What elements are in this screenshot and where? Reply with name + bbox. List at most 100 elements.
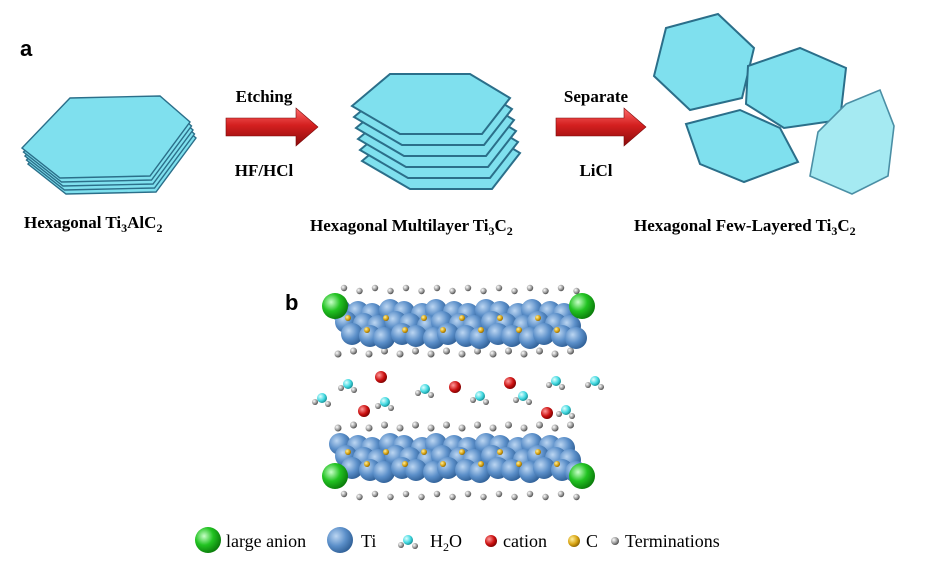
water-molecule bbox=[415, 384, 434, 398]
termination-atom bbox=[505, 347, 512, 355]
carbon-atom bbox=[554, 327, 560, 333]
termination-atom bbox=[505, 421, 512, 429]
termination-atom bbox=[433, 490, 441, 498]
carbon-atom bbox=[459, 449, 465, 455]
carbon-atom bbox=[497, 315, 503, 321]
termination-atom bbox=[350, 421, 357, 429]
termination-atom bbox=[480, 493, 487, 501]
carbon-atom bbox=[421, 449, 427, 455]
termination-atom bbox=[449, 493, 456, 501]
legend: large anion Ti H2O cation C Terminations bbox=[195, 527, 720, 554]
cation bbox=[358, 405, 370, 417]
termination-atom bbox=[511, 493, 518, 501]
termination-atom bbox=[356, 493, 363, 501]
termination-atom bbox=[557, 284, 565, 292]
legend-h2o: H2O bbox=[430, 531, 462, 554]
separate-arrow bbox=[555, 107, 647, 147]
water-molecule bbox=[585, 376, 604, 390]
termination-atom bbox=[536, 347, 543, 355]
ti3c2-slab bbox=[322, 284, 595, 358]
carbon-atom bbox=[459, 315, 465, 321]
termination-atom bbox=[381, 421, 388, 429]
carbon-atom bbox=[402, 461, 408, 467]
termination-atom bbox=[567, 347, 574, 355]
termination-atom bbox=[449, 287, 456, 295]
termination-atom bbox=[433, 284, 441, 292]
termination-atom bbox=[427, 424, 435, 432]
termination-atom bbox=[536, 421, 543, 429]
termination-atom bbox=[542, 287, 549, 295]
termination-atom bbox=[371, 284, 379, 292]
termination-atom bbox=[520, 424, 528, 432]
termination-atom bbox=[474, 347, 481, 355]
carbon-atom bbox=[383, 315, 389, 321]
carbon-atom bbox=[516, 461, 522, 467]
panel-letter-a: a bbox=[20, 36, 33, 61]
carbon-atom bbox=[345, 449, 351, 455]
termination-atom bbox=[551, 424, 559, 432]
large-anion-swatch-icon bbox=[195, 527, 221, 553]
large-anion bbox=[322, 463, 348, 489]
carbon-atom bbox=[364, 327, 370, 333]
termination-atom bbox=[443, 421, 450, 429]
carbon-atom bbox=[554, 461, 560, 467]
carbon-atom bbox=[535, 315, 541, 321]
termination-atom bbox=[418, 287, 425, 295]
termination-atom bbox=[402, 284, 410, 292]
water-molecule bbox=[546, 376, 565, 390]
etching-label: Etching bbox=[236, 87, 293, 106]
ti-atom bbox=[341, 323, 363, 345]
cation-swatch-icon bbox=[485, 535, 497, 547]
panel-letter-b: b bbox=[285, 290, 298, 315]
termination-atom bbox=[356, 287, 363, 295]
few-layered-ti3c2-flakes bbox=[652, 12, 895, 195]
carbon-atom bbox=[535, 449, 541, 455]
ti-atom bbox=[533, 323, 555, 345]
termination-atom bbox=[371, 490, 379, 498]
termination-atom bbox=[443, 347, 450, 355]
sheet-layer bbox=[20, 95, 191, 179]
ti-atom bbox=[565, 327, 587, 349]
termination-atom bbox=[474, 421, 481, 429]
termination-atom bbox=[458, 350, 466, 358]
ti-atom bbox=[373, 461, 395, 483]
termination-atom bbox=[489, 424, 497, 432]
water-molecule bbox=[375, 397, 394, 411]
ti-swatch-icon bbox=[327, 527, 353, 553]
termination-atom bbox=[340, 284, 348, 292]
termination-atom bbox=[396, 424, 404, 432]
termination-atom bbox=[458, 424, 466, 432]
ti3c2-slab bbox=[322, 421, 595, 501]
water-molecule bbox=[470, 391, 489, 405]
termination-atom bbox=[495, 490, 503, 498]
termination-atom bbox=[365, 424, 373, 432]
water-molecule bbox=[513, 391, 532, 405]
water-molecule bbox=[556, 405, 575, 419]
large-anion bbox=[322, 293, 348, 319]
etching-arrow bbox=[225, 107, 319, 147]
ti-atom bbox=[533, 457, 555, 479]
termination-atom bbox=[526, 490, 534, 498]
caption-ti3alc2: Hexagonal Ti3AlC2 bbox=[24, 213, 162, 235]
ti-atom bbox=[405, 459, 427, 481]
cation bbox=[541, 407, 553, 419]
mxene-intercalation-model bbox=[312, 284, 604, 501]
termination-atom bbox=[418, 493, 425, 501]
termination-atom bbox=[520, 350, 528, 358]
multilayer-ti3c2-stack bbox=[350, 73, 522, 190]
etching-reagent-label: HF/HCl bbox=[235, 161, 294, 180]
ti3alc2-sheet-stack bbox=[20, 95, 197, 195]
termination-atom bbox=[480, 287, 487, 295]
caption-multilayer-ti3c2: Hexagonal Multilayer Ti3C2 bbox=[310, 216, 513, 238]
termination-atom bbox=[526, 284, 534, 292]
carbon-atom bbox=[402, 327, 408, 333]
carbon-atom bbox=[383, 449, 389, 455]
termination-atom bbox=[573, 287, 580, 295]
ti-atom bbox=[469, 327, 491, 349]
legend-c: C bbox=[586, 531, 598, 551]
termination-atom bbox=[340, 490, 348, 498]
termination-atom bbox=[511, 287, 518, 295]
termination-atom bbox=[412, 421, 419, 429]
termination-atom bbox=[334, 350, 342, 358]
